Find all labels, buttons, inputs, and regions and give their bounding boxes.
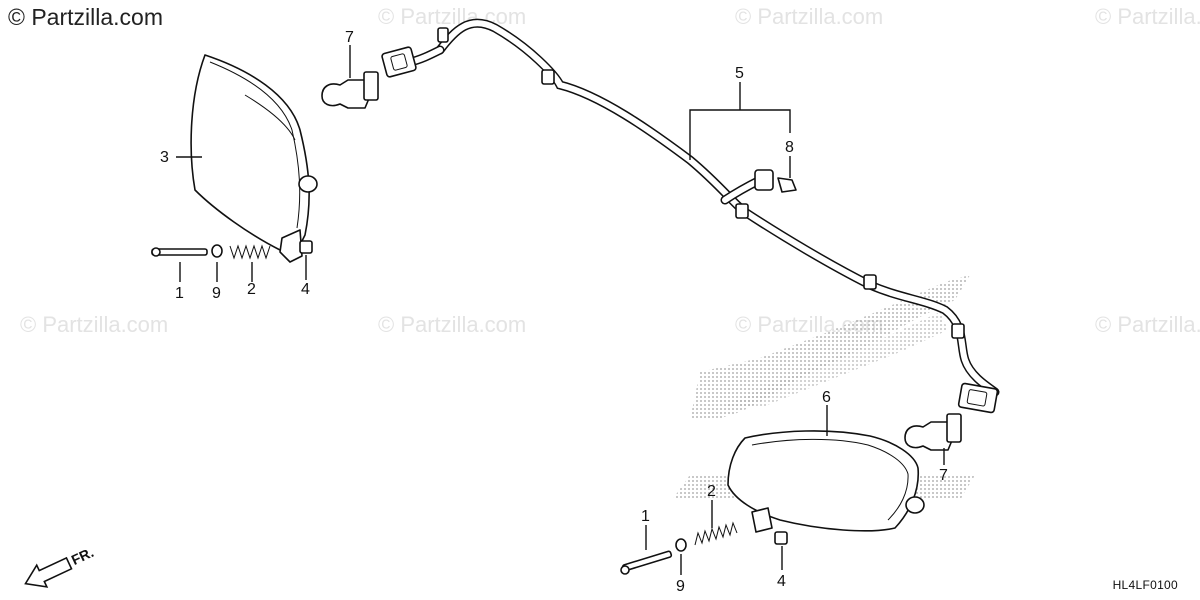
callout-7-lower: 7 xyxy=(939,467,948,484)
callout-2-upper: 2 xyxy=(247,281,256,298)
site-watermark-main: © Partzilla.com xyxy=(8,4,163,30)
wire-harness xyxy=(381,18,1000,414)
callout-1-lower: 1 xyxy=(641,508,650,525)
watermark-text: © Partzilla.com xyxy=(378,4,527,29)
headlight-lower xyxy=(727,430,925,533)
hardware-upper xyxy=(151,240,313,260)
bulb-upper xyxy=(321,71,379,109)
callout-6: 6 xyxy=(822,389,831,406)
callout-3: 3 xyxy=(160,149,169,166)
bulb-lower xyxy=(904,413,962,451)
callout-5: 5 xyxy=(735,65,744,82)
watermark-text: © Partzilla.com xyxy=(20,312,169,337)
callouts: 1 9 2 4 3 7 5 8 6 7 2 1 9 4 xyxy=(160,29,948,595)
hardware-lower xyxy=(620,521,788,575)
callout-7-upper: 7 xyxy=(345,29,354,46)
callout-8: 8 xyxy=(785,139,794,156)
callout-9-upper: 9 xyxy=(212,285,221,302)
callout-9-lower: 9 xyxy=(676,578,685,595)
front-direction-arrow: FR. xyxy=(24,544,96,588)
callout-1-upper: 1 xyxy=(175,285,184,302)
front-direction-label: FR. xyxy=(69,544,96,568)
headlight-upper xyxy=(190,54,318,263)
watermark-text: © Partzilla.com xyxy=(1095,4,1200,29)
diagram-code: HL4LF0100 xyxy=(1112,578,1178,592)
callout-4-upper: 4 xyxy=(301,281,310,298)
callout-2-lower: 2 xyxy=(707,483,716,500)
watermark-text: © Partzilla.com xyxy=(378,312,527,337)
watermark-text: © Partzilla.com xyxy=(1095,312,1200,337)
leader-lines xyxy=(176,45,945,575)
watermark-text: © Partzilla.com xyxy=(735,4,884,29)
callout-4-lower: 4 xyxy=(777,573,786,590)
